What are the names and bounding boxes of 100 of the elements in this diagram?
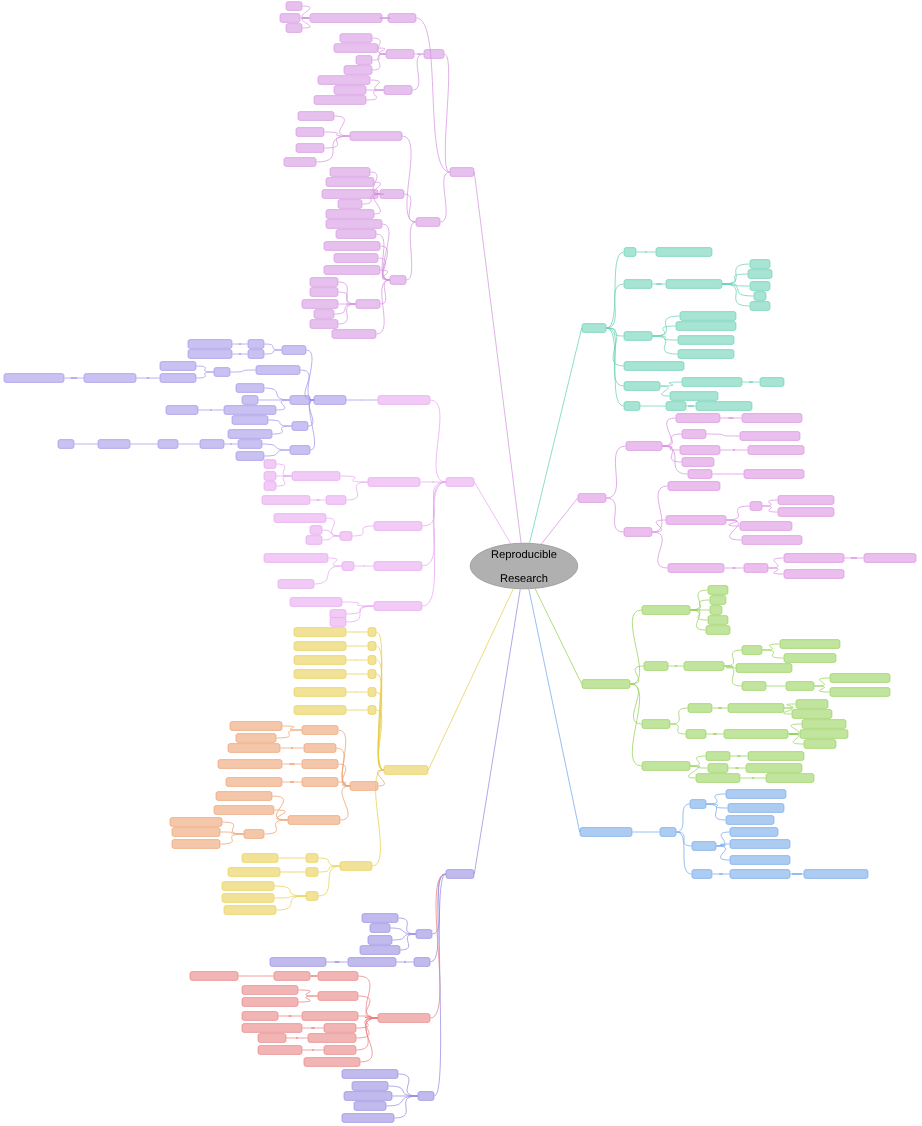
topic-box	[675, 321, 737, 331]
connector	[301, 5, 311, 19]
connector	[541, 497, 579, 545]
connector	[715, 843, 731, 847]
connector	[337, 729, 351, 787]
topic-box	[323, 1045, 357, 1055]
topic-box	[285, 23, 303, 33]
connector	[725, 519, 743, 541]
connector	[651, 531, 669, 569]
connector	[661, 417, 677, 447]
connector	[381, 223, 391, 281]
connector	[687, 765, 699, 779]
connector	[345, 399, 379, 401]
topic-box	[383, 765, 429, 775]
topic-box	[301, 759, 339, 769]
topic-box	[351, 1081, 389, 1091]
connector	[405, 221, 417, 281]
topic-box	[343, 65, 373, 75]
connector	[411, 53, 425, 91]
topic-box	[341, 561, 355, 571]
connector	[639, 405, 667, 407]
topic-box	[333, 85, 367, 95]
topic-box	[293, 687, 347, 697]
connector	[337, 303, 357, 305]
connector	[711, 473, 745, 475]
connector	[421, 481, 447, 527]
connector	[629, 683, 643, 767]
connector	[263, 343, 283, 351]
connector	[401, 135, 417, 223]
connector	[765, 685, 787, 687]
connector	[651, 519, 667, 533]
connector	[359, 1017, 379, 1063]
connector	[305, 349, 315, 401]
connector	[659, 385, 671, 397]
topic-box	[305, 535, 323, 545]
connector	[333, 303, 357, 315]
connector	[365, 89, 385, 101]
topic-box	[799, 729, 849, 739]
topic-box	[667, 481, 721, 491]
connector	[651, 335, 679, 341]
topic-box	[783, 569, 845, 579]
connector	[275, 399, 291, 411]
topic-box	[759, 377, 785, 387]
connector	[393, 1095, 419, 1119]
topic-box	[3, 373, 65, 383]
topic-box	[829, 687, 891, 697]
topic-box	[741, 413, 803, 423]
topic-box	[725, 815, 775, 825]
connector	[301, 1027, 325, 1029]
connector	[277, 857, 307, 859]
topic-box	[159, 373, 197, 383]
connector	[473, 588, 521, 875]
topic-box	[783, 653, 837, 663]
topic-box	[379, 189, 405, 199]
connector	[345, 645, 369, 647]
topic-box	[295, 127, 325, 137]
connector	[323, 135, 351, 149]
topic-box	[747, 269, 773, 279]
topic-box	[373, 601, 423, 611]
connector	[263, 449, 291, 457]
topic-box	[97, 439, 131, 449]
topic-box	[385, 49, 415, 59]
connector	[429, 873, 447, 963]
topic-box	[305, 853, 319, 863]
topic-box	[339, 861, 373, 871]
connector	[335, 747, 351, 787]
topic-box	[341, 1113, 395, 1123]
topic-box	[273, 971, 311, 981]
topic-box	[367, 705, 377, 715]
connector	[689, 609, 709, 621]
topic-box	[641, 761, 691, 771]
topic-box	[341, 1069, 399, 1079]
topic-box	[325, 209, 375, 219]
topic-box	[215, 791, 273, 801]
connector	[307, 399, 315, 427]
connector	[528, 588, 581, 833]
connector	[787, 723, 803, 735]
topic-box	[705, 625, 731, 635]
topic-box	[695, 773, 741, 783]
connector	[281, 781, 303, 783]
topic-box	[235, 451, 265, 461]
connector	[337, 781, 351, 787]
connector	[309, 499, 327, 501]
connector	[651, 485, 669, 533]
topic-box	[367, 935, 393, 945]
topic-box	[675, 413, 721, 423]
connector	[789, 873, 805, 875]
topic-box	[213, 805, 275, 815]
connector	[135, 377, 161, 379]
connector	[629, 609, 643, 685]
topic-box	[643, 661, 669, 671]
connector	[761, 499, 779, 507]
topic-box	[707, 615, 729, 625]
topic-box	[221, 881, 275, 891]
topic-box	[165, 405, 199, 415]
connector	[345, 709, 369, 711]
topic-box	[301, 725, 339, 735]
topic-box	[727, 803, 785, 813]
connector	[723, 665, 737, 669]
connector	[333, 115, 351, 137]
